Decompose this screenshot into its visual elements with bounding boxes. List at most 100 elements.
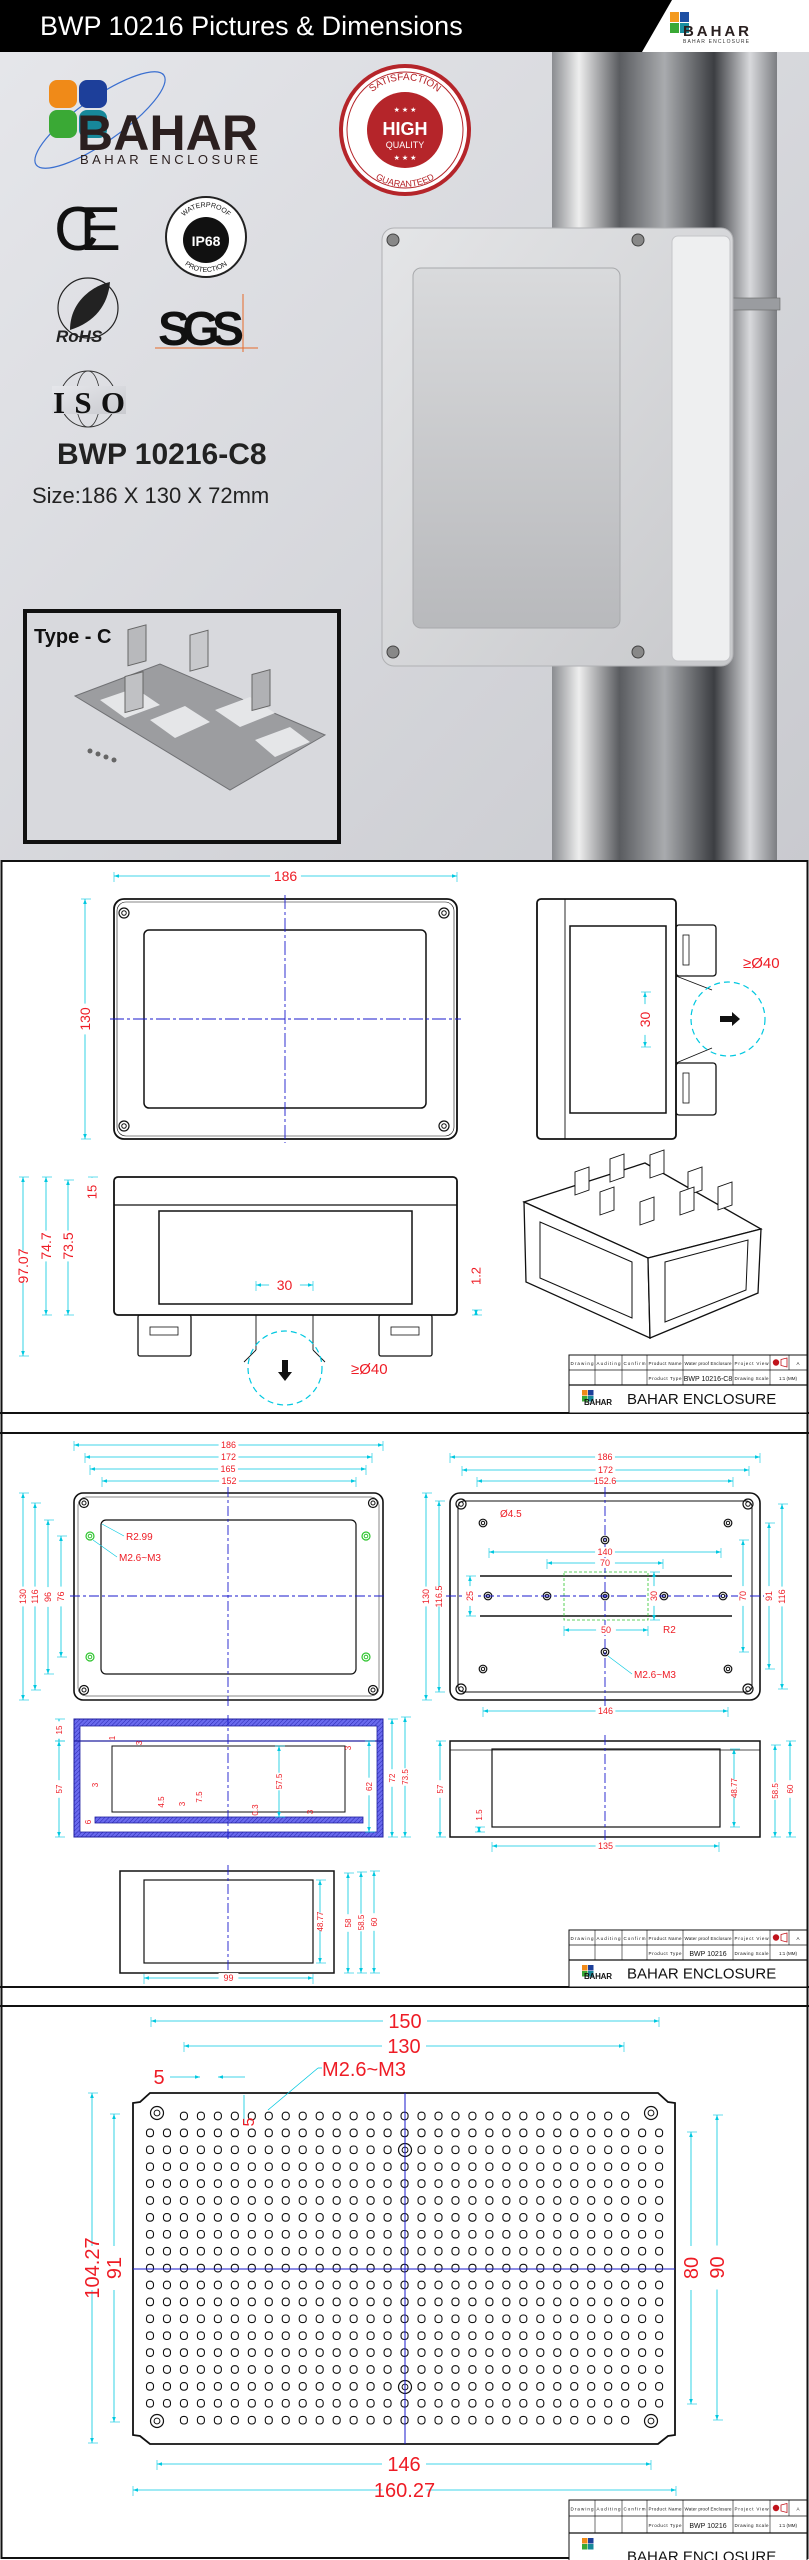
vent-hole: [230, 2314, 239, 2324]
pole-clip: [675, 924, 717, 977]
leader-line: [607, 1655, 633, 1675]
vent-hole: [536, 2314, 545, 2324]
product-photo-section: BWP 10216 Pictures & Dimensions BAHAR BA…: [0, 0, 809, 860]
vent-hole: [451, 2229, 460, 2239]
dimension-label: 3: [135, 1740, 144, 1745]
vent-hole: [383, 2196, 392, 2205]
dimension-label-bg: [315, 1912, 325, 1931]
dimension-label: 15: [55, 1725, 64, 1734]
vent-hole: [553, 2111, 562, 2121]
vent-hole: [162, 2348, 172, 2357]
dimension-label: 172: [598, 1465, 613, 1475]
vent-hole: [621, 2145, 630, 2155]
sgs-badge: SGS: [155, 294, 258, 356]
dimension-arrow: [308, 1976, 313, 1980]
insert-hole-icon: [85, 1531, 95, 1541]
dimension-label-bg: [369, 1913, 379, 1931]
vent-hole: [655, 2263, 664, 2273]
title-block-cell: Project View: [735, 1936, 770, 1941]
arrow-down-icon: [278, 1360, 292, 1381]
dimension-arrow: [318, 1880, 322, 1885]
vent-hole: [553, 2314, 562, 2324]
vent-hole: [434, 2415, 443, 2425]
vent-hole: [281, 2280, 290, 2290]
vent-hole: [536, 2348, 545, 2357]
product-type-value: BWP 10216: [689, 1951, 726, 1958]
dimension-arrow: [277, 1746, 281, 1751]
dimension-arrow: [59, 1652, 63, 1657]
vent-hole: [468, 2179, 477, 2188]
svg-text:RoHS: RoHS: [56, 327, 103, 346]
dimension-arrow: [652, 1572, 656, 1577]
vent-hole: [264, 2297, 273, 2307]
title-block-logo-text: BAHAR: [584, 1398, 612, 1407]
vent-hole: [230, 2382, 239, 2391]
vent-hole: [298, 2145, 307, 2155]
vent-hole: [315, 2365, 324, 2374]
vent-hole: [179, 2128, 188, 2138]
vent-hole: [553, 2297, 562, 2307]
title-block-cell: A: [796, 1936, 799, 1941]
vent-hole: [604, 2213, 613, 2222]
dimension-arrow: [564, 1628, 569, 1632]
title-block-cell: A: [796, 2506, 799, 2511]
dimension-width: 186: [113, 868, 458, 884]
vent-hole: [213, 2348, 222, 2357]
vent-hole: [264, 2331, 273, 2341]
vent-hole: [247, 2382, 256, 2391]
vent-hole: [349, 2162, 358, 2172]
vent-hole: [162, 2365, 172, 2374]
vent-hole: [366, 2382, 375, 2391]
vent-hole: [604, 2246, 613, 2256]
lid-screw-icon: [78, 1684, 90, 1696]
vent-hole: [366, 2415, 375, 2425]
vent-hole: [213, 2213, 222, 2222]
vent-hole: [281, 2128, 290, 2138]
vent-hole: [485, 2348, 494, 2357]
vent-hole: [485, 2145, 494, 2155]
vent-hole: [417, 2331, 426, 2341]
vent-hole: [604, 2331, 613, 2341]
vent-hole: [519, 2263, 528, 2273]
dimension-label-bg: [383, 2010, 427, 2032]
top-view-enclosure: [73, 1492, 384, 1701]
dimension-label: 1.2: [469, 1267, 484, 1285]
dimension-48-77: 48.77: [729, 1748, 740, 1828]
vent-hole: [621, 2128, 630, 2138]
vent-hole: [536, 2246, 545, 2256]
dimension-label: 116: [30, 1589, 40, 1603]
dimension-arrow: [788, 1741, 792, 1746]
vent-hole: [502, 2179, 511, 2188]
vent-hole: [298, 2213, 307, 2222]
vent-hole: [230, 2128, 239, 2138]
vent-hole: [519, 2415, 528, 2425]
vent-hole: [553, 2128, 562, 2138]
dimension-62: 62: [364, 1740, 375, 1833]
vent-hole: [366, 2297, 375, 2307]
vent-hole: [162, 2280, 172, 2290]
vent-hole: [417, 2263, 426, 2273]
dimension-arrow: [477, 1479, 482, 1483]
dimension-146: 146: [156, 2453, 652, 2476]
screw-icon: [386, 233, 400, 247]
vent-hole: [519, 2196, 528, 2205]
title-block-frame: [568, 2499, 808, 2560]
vent-hole: [264, 2415, 273, 2425]
vent-hole: [621, 2314, 630, 2324]
vent-hole: [315, 2331, 324, 2341]
vent-hole: [417, 2162, 426, 2172]
vent-hole: [247, 2314, 256, 2324]
dimension-label: 57.5: [275, 1773, 284, 1789]
vent-hole: [451, 2196, 460, 2205]
vent-hole: [587, 2348, 596, 2357]
dimension-label-bg: [595, 1547, 615, 1557]
vent-hole: [332, 2297, 341, 2307]
vent-hole: [281, 2415, 290, 2425]
dimension-arrow: [184, 2044, 189, 2048]
vent-hole: [468, 2297, 477, 2307]
vent-hole: [604, 2382, 613, 2391]
dimension-arrow: [390, 1719, 394, 1724]
insert-hole-icon: [85, 1652, 95, 1662]
vent-hole: [162, 2382, 172, 2391]
vent-hole: [638, 2213, 647, 2222]
